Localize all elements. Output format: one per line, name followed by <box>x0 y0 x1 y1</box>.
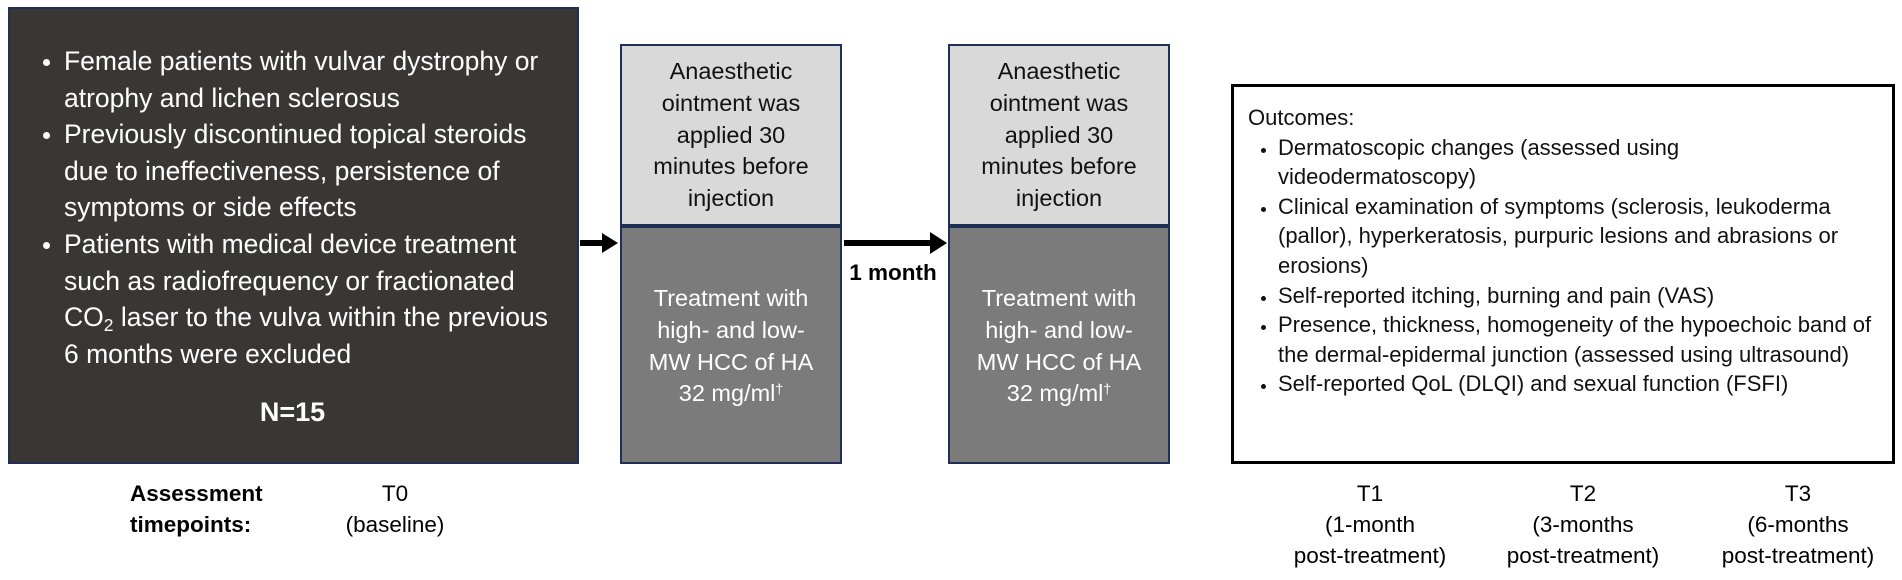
arrow-icon <box>580 233 618 253</box>
dose-text: 32 mg/ml <box>1006 380 1104 407</box>
anaesthetic-text-line: applied 30 <box>1004 121 1114 148</box>
timepoint-name: T0 <box>381 481 409 506</box>
outcomes-heading: Outcomes: <box>1248 105 1355 130</box>
assessment-timepoints-label: Assessment timepoints: <box>130 478 263 540</box>
treatment-text-line: MW HCC of HA <box>976 348 1142 375</box>
anaesthetic-text-line: minutes before <box>981 153 1137 180</box>
treatment-text-line: high- and low- <box>985 316 1133 343</box>
anaesthetic-step: Anaesthetic ointment was applied 30 minu… <box>622 46 840 228</box>
treatment-session-box: Anaesthetic ointment was applied 30 minu… <box>948 44 1170 464</box>
treatment-text-line: 32 mg/ml† <box>622 378 840 410</box>
treatment-text-line: Treatment with <box>981 285 1137 311</box>
timepoint-desc: post-treatment) <box>1506 543 1660 568</box>
timepoint-desc: (baseline) <box>345 512 445 537</box>
subscript-two: 2 <box>103 315 114 336</box>
timepoint-name: T3 <box>1784 481 1812 506</box>
outcome-item: Dermatoscopic changes (assessed using vi… <box>1278 133 1878 192</box>
injection-step: Treatment with high- and low- MW HCC of … <box>622 228 840 462</box>
anaesthetic-text-line: minutes before <box>653 153 809 180</box>
anaesthetic-text-line: injection <box>687 185 775 212</box>
criteria-item-text: laser to the vulva within the previous 6… <box>64 302 549 369</box>
timepoint-name: T1 <box>1356 481 1384 506</box>
anaesthetic-text-line: ointment was <box>989 89 1129 116</box>
arrow-icon <box>844 232 947 254</box>
outcome-item: Self-reported QoL (DLQI) and sexual func… <box>1278 369 1878 399</box>
treatment-text-line: Treatment with <box>653 285 809 311</box>
dagger-footnote-mark: † <box>775 380 784 397</box>
treatment-session-box: Anaesthetic ointment was applied 30 minu… <box>620 44 842 464</box>
anaesthetic-step: Anaesthetic ointment was applied 30 minu… <box>950 46 1168 228</box>
criteria-item: Female patients with vulvar dystrophy or… <box>64 43 555 116</box>
interval-label: 1 month <box>849 260 937 285</box>
dose-text: 32 mg/ml <box>678 380 776 407</box>
anaesthetic-text-line: Anaesthetic <box>997 58 1121 84</box>
timepoint-name: T2 <box>1569 481 1597 506</box>
criteria-list: Female patients with vulvar dystrophy or… <box>30 43 555 372</box>
timepoint-desc: post-treatment) <box>1293 543 1447 568</box>
timepoint-t1: T1 (1-month post-treatment) <box>1275 478 1465 571</box>
timepoint-t3: T3 (6-months post-treatment) <box>1698 478 1898 571</box>
treatment-text-line: high- and low- <box>657 316 805 343</box>
outcomes-list: Dermatoscopic changes (assessed using vi… <box>1248 133 1878 399</box>
dagger-footnote-mark: † <box>1103 380 1112 397</box>
criteria-item: Patients with medical device treatment s… <box>64 226 555 372</box>
anaesthetic-text-line: Anaesthetic <box>669 58 793 84</box>
criteria-item: Previously discontinued topical steroids… <box>64 116 555 226</box>
assessment-label-line: Assessment <box>130 481 263 506</box>
sample-size-label: N=15 <box>259 397 326 428</box>
inclusion-criteria-box: Female patients with vulvar dystrophy or… <box>8 7 579 464</box>
timepoint-t0: T0 (baseline) <box>330 478 460 540</box>
outcomes-box: Outcomes: Dermatoscopic changes (assesse… <box>1231 84 1895 464</box>
assessment-label-line: timepoints: <box>130 512 252 537</box>
anaesthetic-text-line: ointment was <box>661 89 801 116</box>
outcome-item: Self-reported itching, burning and pain … <box>1278 281 1878 311</box>
injection-step: Treatment with high- and low- MW HCC of … <box>950 228 1168 462</box>
treatment-text-line: MW HCC of HA <box>648 348 814 375</box>
criteria-item-text: Patients with medical device treatment s… <box>64 228 517 333</box>
timepoint-t2: T2 (3-months post-treatment) <box>1488 478 1678 571</box>
anaesthetic-text-line: injection <box>1015 185 1103 212</box>
anaesthetic-text-line: applied 30 <box>676 121 786 148</box>
outcome-item: Clinical examination of symptoms (sclero… <box>1278 192 1878 281</box>
outcome-item: Presence, thickness, homogeneity of the … <box>1278 310 1878 369</box>
timepoint-desc: (6-months <box>1747 512 1849 537</box>
timepoint-desc: (1-month <box>1324 512 1416 537</box>
timepoint-desc: (3-months <box>1532 512 1634 537</box>
timepoint-desc: post-treatment) <box>1721 543 1875 568</box>
treatment-text-line: 32 mg/ml† <box>950 378 1168 410</box>
